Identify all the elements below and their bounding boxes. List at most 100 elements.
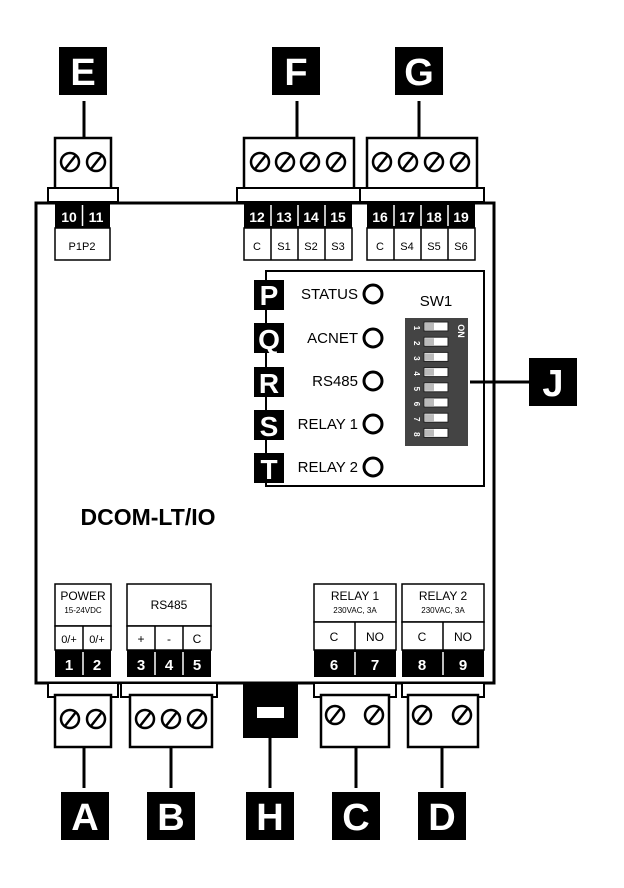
callout-h: H	[256, 797, 283, 839]
dip-knob-8[interactable]	[425, 429, 434, 437]
terminal-number-13: 13	[276, 209, 292, 225]
dip-slot-7[interactable]	[423, 412, 449, 423]
terminal-number-17: 17	[399, 209, 415, 225]
dip-slot-2[interactable]	[423, 336, 449, 347]
dip-position-1: 1	[412, 326, 421, 331]
callout-a: A	[71, 797, 98, 839]
terminal-title-rs485: RS485	[151, 598, 188, 612]
connector-c	[313, 583, 397, 788]
terminal-number-10: 10	[61, 209, 77, 225]
dip-slot-5[interactable]	[423, 382, 449, 393]
terminal-label-c: C	[253, 241, 261, 253]
terminal-label-1: 0/+	[61, 634, 77, 646]
dip-slot-3[interactable]	[423, 351, 449, 362]
connector-e	[47, 101, 119, 261]
terminal-label-p1p2: P1P2	[69, 241, 96, 253]
led-row-acnet	[254, 323, 384, 353]
terminal-number-18: 18	[426, 209, 442, 225]
terminal-label-s5: S5	[427, 241, 440, 253]
led-row-relay1	[254, 410, 384, 440]
led-label-relay1: RELAY 1	[298, 416, 358, 433]
terminal-number-19: 19	[453, 209, 469, 225]
callout-e: E	[70, 52, 95, 94]
callout-f: F	[284, 52, 307, 94]
terminal-number-15: 15	[330, 209, 346, 225]
terminal-label-s4: S4	[400, 241, 413, 253]
port-h	[243, 683, 298, 788]
terminal-number-12: 12	[249, 209, 265, 225]
terminal-number-4: 4	[165, 657, 174, 674]
led-letter-r: R	[259, 368, 279, 399]
led-label-rs485: RS485	[312, 373, 358, 390]
dip-knob-2[interactable]	[425, 338, 434, 346]
terminal-label-9: NO	[454, 630, 472, 644]
terminal-label-3: +	[137, 632, 144, 646]
callout-b: B	[157, 797, 184, 839]
led-letter-s: S	[260, 411, 279, 442]
terminal-label-6: C	[330, 630, 339, 644]
led-letter-t: T	[260, 454, 277, 485]
terminal-subtitle-relay2: 230VAC, 3A	[421, 606, 465, 615]
callout-box-h	[246, 792, 294, 840]
dip-on-label: ON	[456, 324, 466, 338]
terminal-number-3: 3	[137, 657, 145, 674]
dip-slot-1[interactable]	[423, 321, 449, 332]
callout-box-a	[61, 792, 109, 840]
terminal-label-5: C	[193, 632, 202, 646]
dip-knob-3[interactable]	[425, 353, 434, 361]
connector-d	[401, 583, 485, 788]
dip-position-3: 3	[412, 356, 421, 361]
terminal-label-8: C	[418, 630, 427, 644]
terminal-number-8: 8	[418, 657, 426, 674]
callout-box-j	[529, 358, 577, 406]
callout-box-d	[418, 792, 466, 840]
terminal-label-s1: S1	[277, 241, 290, 253]
led-row-rs485	[254, 367, 384, 397]
led-row-relay2	[254, 453, 384, 483]
terminal-number-9: 9	[459, 657, 467, 674]
terminal-title-power: POWER	[60, 589, 106, 603]
terminal-number-11: 11	[89, 209, 104, 225]
connector-g	[359, 101, 485, 261]
led-letter-p: P	[260, 280, 279, 311]
callout-g: G	[404, 52, 434, 94]
dip-knob-1[interactable]	[425, 323, 434, 330]
terminal-label-4: -	[167, 632, 171, 646]
led-label-relay2: RELAY 2	[298, 459, 358, 476]
terminal-number-2: 2	[93, 657, 101, 674]
dip-knob-7[interactable]	[425, 414, 434, 422]
dip-slot-6[interactable]	[423, 397, 449, 408]
connector-f	[236, 101, 362, 261]
terminal-title-relay1: RELAY 1	[331, 589, 380, 603]
device-name: DCOM-LT/IO	[81, 504, 216, 530]
callout-j: J	[542, 363, 563, 405]
terminal-label-s6: S6	[454, 241, 467, 253]
terminal-label-7: NO	[366, 630, 384, 644]
terminal-title-relay2: RELAY 2	[419, 589, 468, 603]
connector-b	[120, 583, 218, 788]
callout-box-b	[147, 792, 195, 840]
terminal-label-2: 0/+	[89, 634, 105, 646]
terminal-number-16: 16	[372, 209, 388, 225]
dip-knob-6[interactable]	[425, 399, 434, 406]
terminal-number-14: 14	[303, 209, 319, 225]
dip-slot-4[interactable]	[423, 367, 449, 378]
dip-knob-5[interactable]	[425, 383, 434, 391]
connector-a	[47, 583, 119, 788]
callout-box-c	[332, 792, 380, 840]
dip-slot-8[interactable]	[423, 427, 449, 438]
terminal-number-1: 1	[65, 657, 73, 674]
led-letter-q: Q	[258, 324, 280, 355]
dip-position-4: 4	[412, 371, 421, 376]
dip-position-6: 6	[412, 402, 421, 407]
callout-d: D	[428, 797, 455, 839]
terminal-label-s2: S2	[304, 241, 317, 253]
dip-position-7: 7	[412, 417, 421, 422]
callout-box-e	[59, 47, 107, 95]
dip-knob-4[interactable]	[425, 368, 434, 376]
callout-box-g	[395, 47, 443, 95]
dip-switch-label: SW1	[420, 293, 453, 310]
led-row-status	[254, 280, 384, 310]
